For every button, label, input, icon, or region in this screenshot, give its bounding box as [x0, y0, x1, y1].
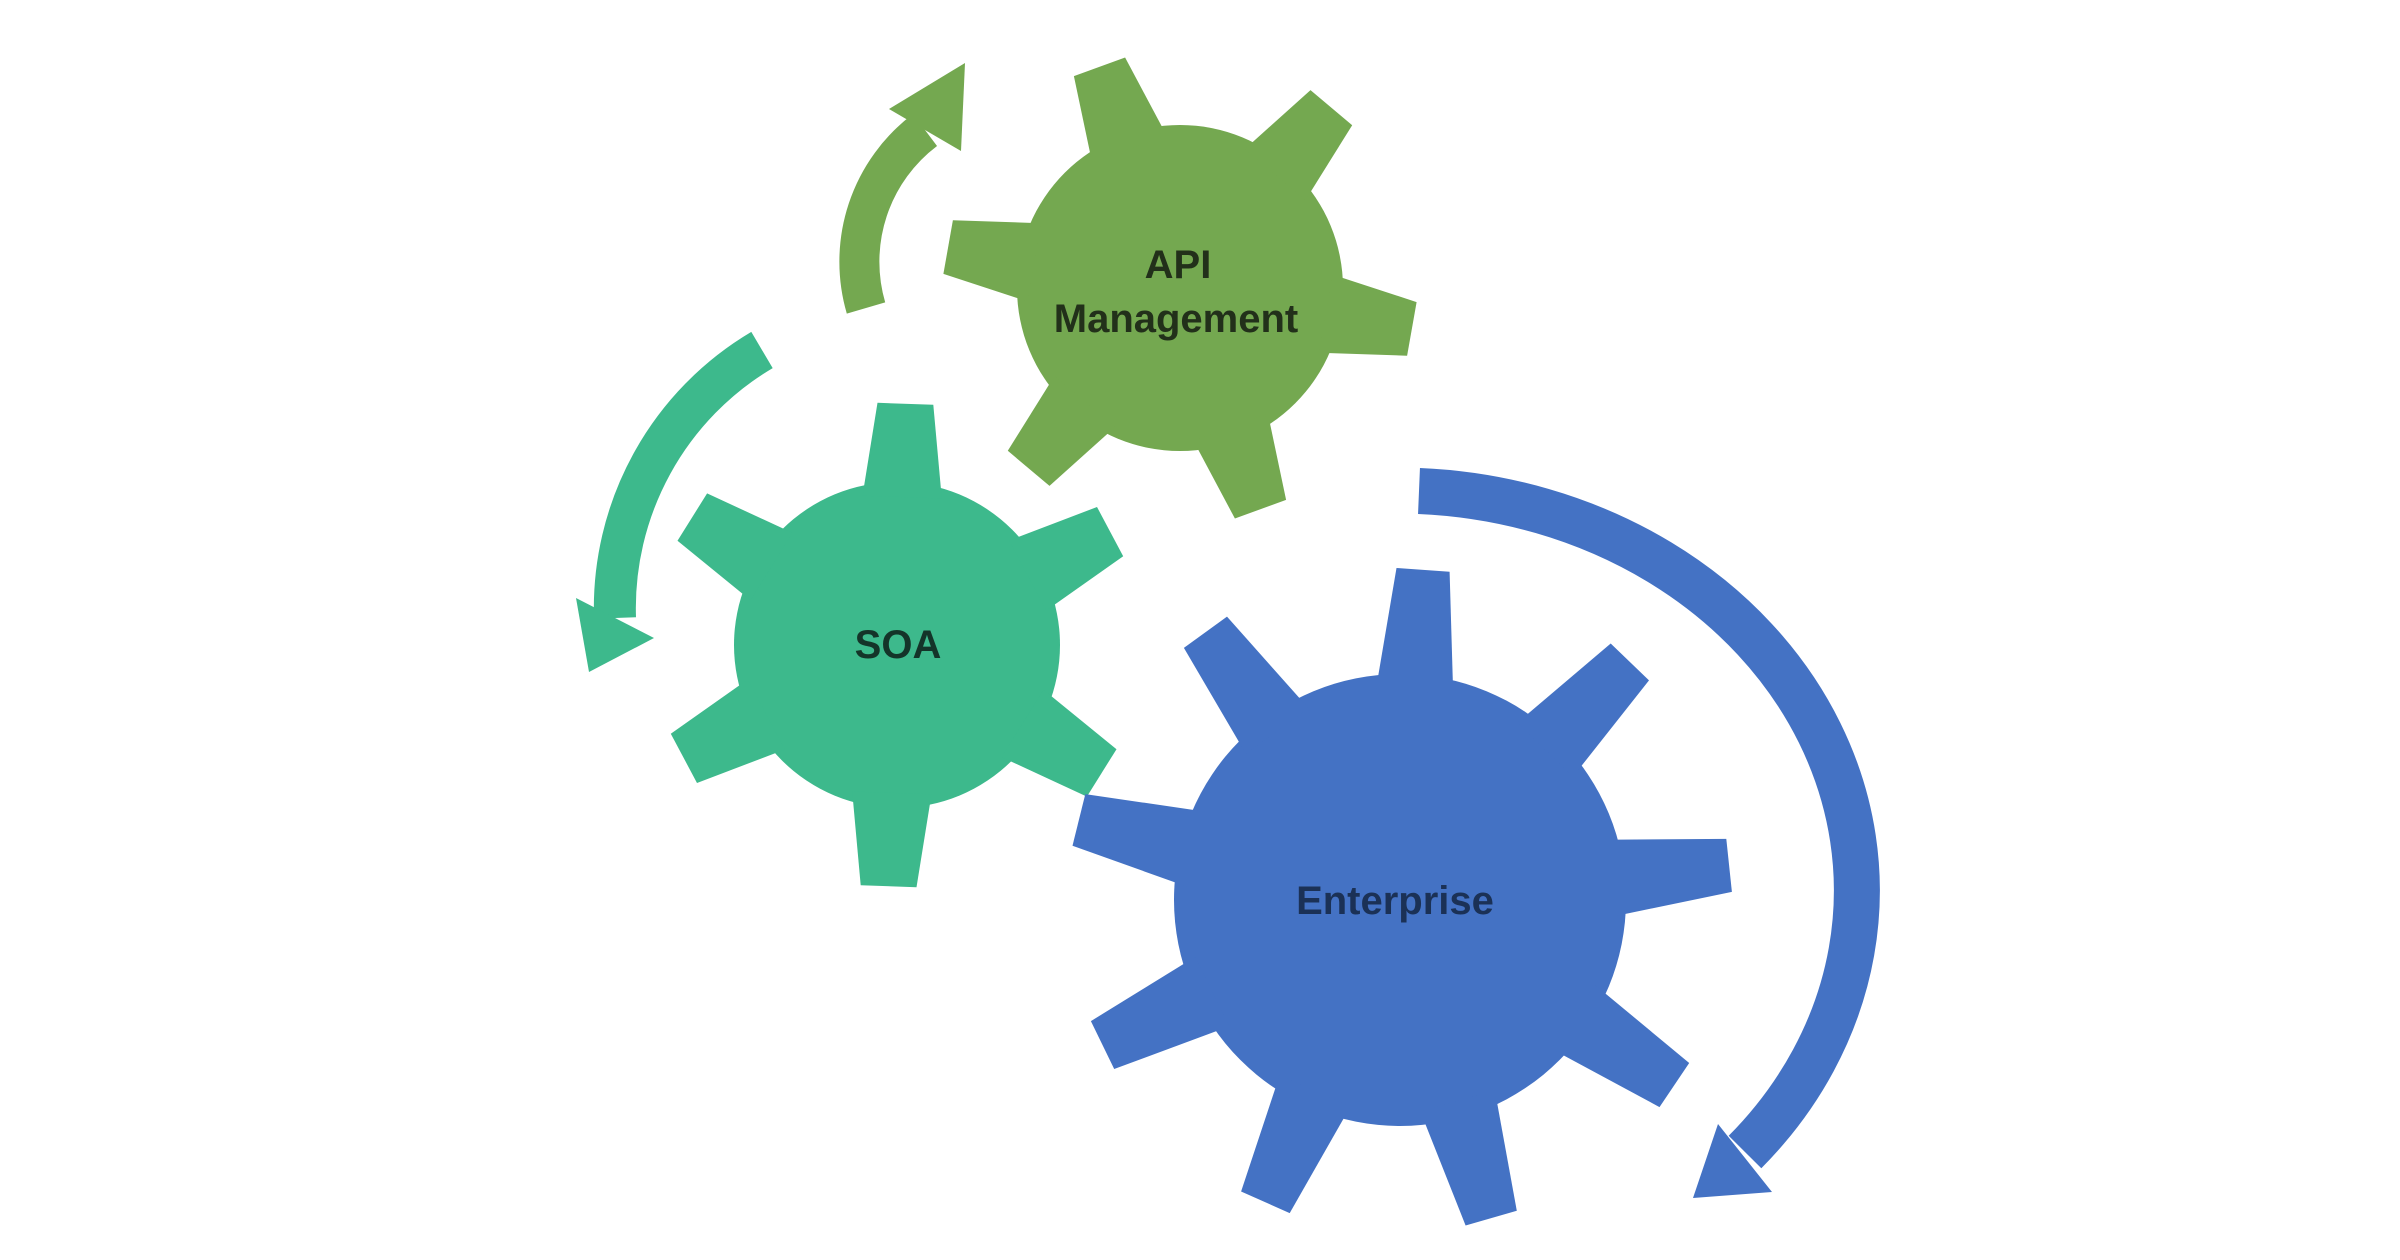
- api-rotation-arrow-head: [889, 63, 965, 151]
- gear-soa: [670, 402, 1124, 888]
- gear-api-management-label-line1: API: [1145, 243, 1212, 287]
- api-rotation-arrow-arc: [839, 114, 938, 314]
- enterprise-rotation-arrow-arc: [1418, 468, 1880, 1169]
- gear-enterprise: [1072, 568, 1732, 1226]
- api-rotation-arrow: [839, 63, 965, 314]
- enterprise-rotation-arrow: [1418, 468, 1880, 1198]
- gear-soa-label: SOA: [855, 623, 942, 667]
- soa-rotation-arrow: [576, 331, 773, 672]
- enterprise-rotation-arrow-head: [1693, 1124, 1772, 1198]
- soa-rotation-arrow-arc: [593, 331, 773, 619]
- gear-api-management: [943, 57, 1417, 519]
- gear-api-management-label-line2: Management: [1054, 297, 1299, 341]
- soa-rotation-arrow-head: [576, 598, 654, 672]
- gear-enterprise-label: Enterprise: [1296, 879, 1494, 923]
